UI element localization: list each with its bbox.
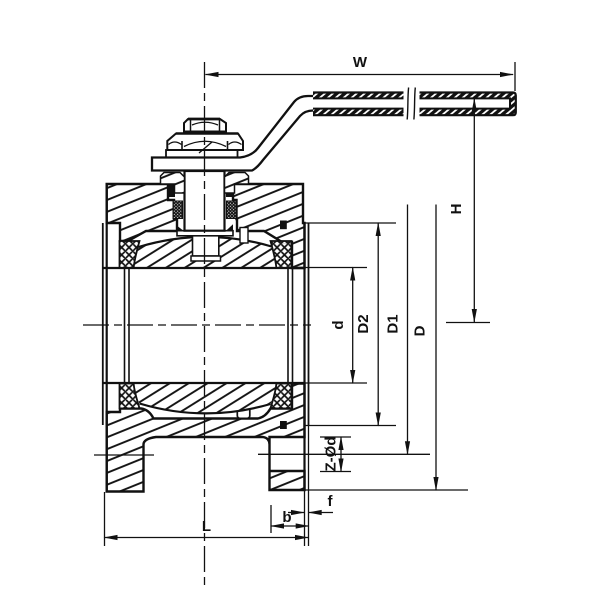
svg-text:Z-Ød: Z-Ød [322,437,339,472]
svg-text:d: d [330,320,347,329]
svg-text:H: H [448,204,465,215]
svg-text:D1: D1 [385,314,402,333]
svg-text:f: f [328,493,334,510]
svg-text:W: W [353,54,368,71]
svg-text:D2: D2 [355,314,372,333]
svg-text:D: D [412,325,429,336]
svg-text:L: L [202,518,211,535]
svg-text:b: b [282,509,291,526]
